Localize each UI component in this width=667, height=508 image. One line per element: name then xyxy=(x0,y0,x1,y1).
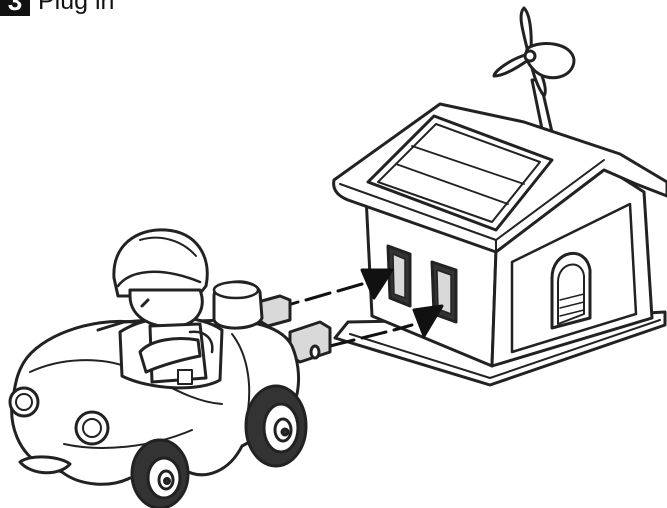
car-wheel-front xyxy=(132,440,188,508)
house-door xyxy=(552,253,590,328)
wind-turbine xyxy=(494,8,574,134)
car-wheel-rear xyxy=(246,386,306,466)
solar-house xyxy=(334,8,667,385)
toy-car xyxy=(10,230,330,508)
